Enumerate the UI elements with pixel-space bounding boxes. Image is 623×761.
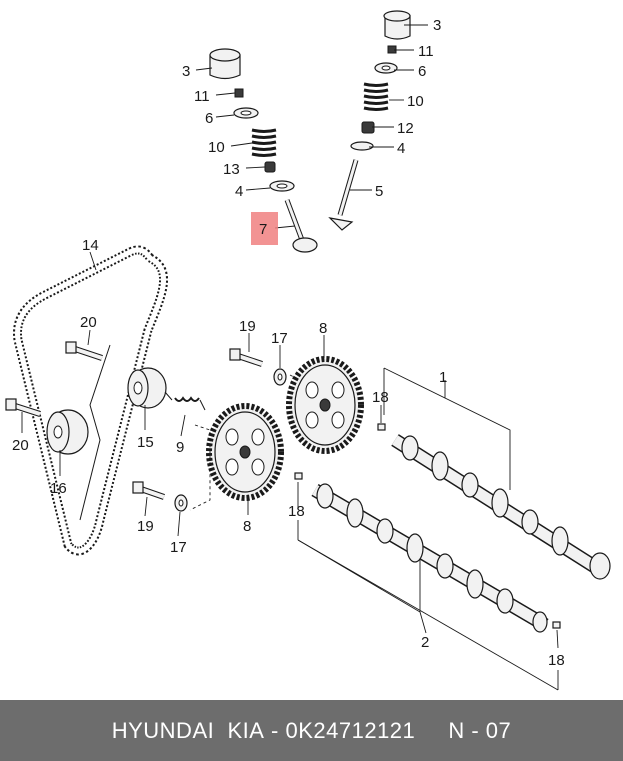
washer-17-upper[interactable] bbox=[273, 368, 287, 386]
dowel-pins bbox=[294, 423, 561, 629]
left-valve[interactable] bbox=[284, 199, 318, 253]
footer-sep: - bbox=[264, 717, 286, 743]
label-left-retainer-11: 11 bbox=[194, 88, 210, 105]
tensioner-spring-9[interactable] bbox=[164, 391, 206, 411]
label-camshaft-2: 2 bbox=[421, 634, 429, 651]
footer-part-number: 0K24712121 bbox=[285, 717, 416, 743]
right-washer[interactable] bbox=[374, 62, 398, 74]
leader-lines bbox=[21, 24, 559, 691]
bolt-20-lower[interactable] bbox=[5, 398, 41, 417]
label-top-valve-5: 5 bbox=[375, 183, 383, 200]
label-washer-17a: 17 bbox=[271, 330, 288, 347]
label-belt-14: 14 bbox=[82, 237, 99, 254]
label-left-valve-7: 7 bbox=[259, 221, 267, 238]
parts-diagram: 3 11 6 10 12 4 5 3 11 6 10 13 4 7 14 20 … bbox=[5, 10, 611, 691]
left-valve-seat[interactable] bbox=[269, 180, 295, 192]
bolt-19-upper[interactable] bbox=[229, 348, 263, 367]
label-top-seat-4: 4 bbox=[397, 140, 405, 157]
label-top-spring-10: 10 bbox=[407, 93, 424, 110]
label-gear-8b: 8 bbox=[243, 518, 251, 535]
label-pulley-16: 16 bbox=[50, 480, 67, 497]
label-bolt-19b: 19 bbox=[137, 518, 154, 535]
bolt-20-upper[interactable] bbox=[65, 341, 103, 361]
label-washer-17b: 17 bbox=[170, 539, 187, 556]
label-pulley-15: 15 bbox=[137, 434, 154, 451]
right-valve[interactable] bbox=[328, 159, 359, 231]
footer-brand: HYUNDAI KIA bbox=[111, 717, 265, 743]
footer-bar: HYUNDAI KIA - 0K24712121 N - 07 bbox=[0, 700, 623, 761]
right-retainer[interactable] bbox=[387, 45, 397, 54]
pulley-16[interactable] bbox=[46, 409, 89, 455]
label-top-retainer-11: 11 bbox=[418, 43, 434, 60]
left-spring[interactable] bbox=[251, 128, 277, 157]
label-left-seal-13: 13 bbox=[223, 161, 240, 178]
label-top-tappet-3: 3 bbox=[433, 17, 441, 34]
label-top-seal-12: 12 bbox=[397, 120, 414, 137]
label-pin-18b: 18 bbox=[288, 503, 305, 520]
label-gear-8a: 8 bbox=[319, 320, 327, 337]
camshaft-1[interactable] bbox=[391, 434, 611, 580]
label-bolt-19a: 19 bbox=[239, 318, 256, 335]
bolt-19-lower[interactable] bbox=[132, 481, 165, 500]
left-tappet[interactable] bbox=[209, 48, 241, 80]
right-valve-seat[interactable] bbox=[350, 141, 374, 151]
label-top-washer-6: 6 bbox=[418, 63, 426, 80]
camshaft-2[interactable] bbox=[311, 483, 549, 633]
highlight-box bbox=[251, 212, 278, 245]
label-camshaft-1: 1 bbox=[439, 369, 447, 386]
pulley-15[interactable] bbox=[127, 367, 167, 409]
label-pin-18a: 18 bbox=[372, 389, 389, 406]
footer-section: N - 07 bbox=[448, 717, 512, 743]
camshaft-gear-lower[interactable] bbox=[206, 403, 284, 501]
label-pin-18c: 18 bbox=[548, 652, 565, 669]
label-bolt-20a: 20 bbox=[80, 314, 97, 331]
right-valve-seal[interactable] bbox=[361, 121, 375, 134]
washer-17-lower[interactable] bbox=[174, 494, 188, 512]
timing-belt[interactable] bbox=[12, 245, 169, 556]
left-washer[interactable] bbox=[233, 107, 259, 119]
camshaft-gear-upper[interactable] bbox=[286, 356, 364, 454]
left-valve-seal[interactable] bbox=[264, 161, 276, 173]
footer-gap bbox=[415, 718, 448, 744]
label-left-tappet-3: 3 bbox=[182, 63, 190, 80]
label-bolt-20b: 20 bbox=[12, 437, 29, 454]
label-spring-9: 9 bbox=[176, 439, 184, 456]
label-left-seat-4: 4 bbox=[235, 183, 243, 200]
right-tappet[interactable] bbox=[383, 10, 411, 40]
label-left-washer-6: 6 bbox=[205, 110, 213, 127]
label-left-spring-10: 10 bbox=[208, 139, 225, 156]
left-retainer[interactable] bbox=[234, 88, 244, 98]
right-spring[interactable] bbox=[363, 82, 389, 111]
